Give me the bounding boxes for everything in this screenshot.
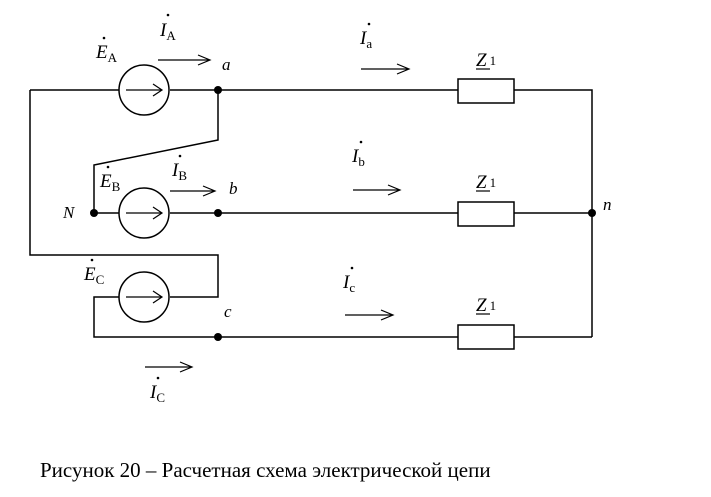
label-eb: EB bbox=[99, 171, 121, 194]
arrow-ic-source bbox=[145, 361, 194, 373]
dot-accent-ib-line bbox=[359, 140, 363, 144]
node-dot-n bbox=[588, 209, 596, 217]
label-ic-line: Ic bbox=[342, 272, 355, 295]
dot-accent-ia-line bbox=[367, 22, 371, 26]
dot-accent-ea bbox=[102, 36, 106, 40]
label-ib-line: Ib bbox=[351, 146, 365, 169]
arrow-ia-source bbox=[158, 54, 212, 66]
resistor-z1-b bbox=[457, 201, 515, 227]
node-dot-a bbox=[214, 86, 222, 94]
source-eb bbox=[118, 187, 170, 239]
dot-accent-ia-source bbox=[166, 13, 170, 17]
arrow-ia-line bbox=[361, 63, 411, 75]
dot-accent-ic-source bbox=[156, 376, 160, 380]
label-ib-source: IB bbox=[171, 160, 187, 183]
node-label-b: b bbox=[229, 179, 238, 198]
label-ic-source: IC bbox=[149, 382, 165, 405]
wire-c-source bbox=[93, 296, 592, 338]
source-ea bbox=[118, 64, 170, 116]
node-dot-b bbox=[214, 209, 222, 217]
node-label-c: c bbox=[224, 302, 232, 321]
dot-accent-ib-source bbox=[178, 154, 182, 158]
dot-accent-ic-line bbox=[350, 266, 354, 270]
wire-a-return bbox=[29, 90, 219, 298]
node-dot-c bbox=[214, 333, 222, 341]
label-ea: EA bbox=[95, 42, 118, 65]
source-ec bbox=[118, 271, 170, 323]
node-label-n: n bbox=[603, 195, 612, 214]
resistor-z1-a bbox=[457, 78, 515, 104]
label-ia-source: IA bbox=[159, 20, 176, 43]
node-label-a: a bbox=[222, 55, 231, 74]
node-dot-N bbox=[90, 209, 98, 217]
resistor-z1-c bbox=[457, 324, 515, 350]
dot-accent-ec bbox=[90, 258, 94, 262]
label-ec: EC bbox=[83, 264, 104, 287]
arrow-ic-line bbox=[345, 309, 395, 321]
current-arrows bbox=[145, 54, 411, 373]
figure-caption: Рисунок 20 – Расчетная схема электрическ… bbox=[40, 458, 491, 482]
dot-accent-eb bbox=[106, 165, 110, 169]
label-ia-line: Ia bbox=[359, 28, 372, 51]
arrow-ib-line bbox=[353, 184, 402, 196]
wire-a-to-n bbox=[93, 90, 219, 213]
node-label-N: N bbox=[62, 203, 76, 222]
arrow-ib-source bbox=[170, 185, 217, 197]
